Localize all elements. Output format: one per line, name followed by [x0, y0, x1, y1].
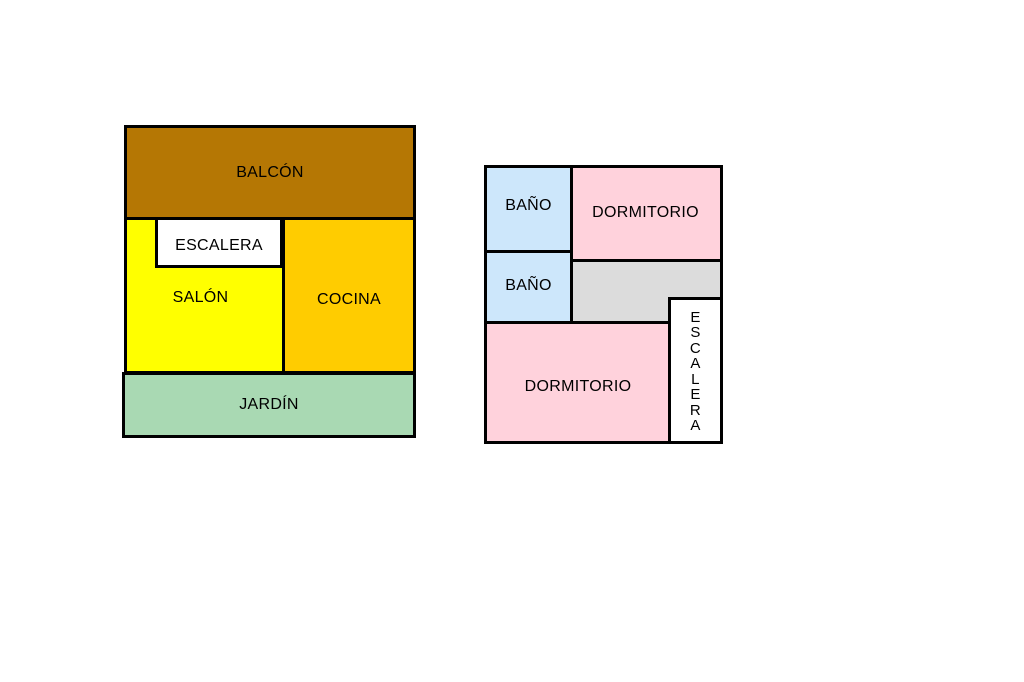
room-cocina: COCINA [282, 217, 416, 374]
escalera-letter: E [690, 386, 701, 403]
room-label-salon: SALÓN [172, 288, 229, 306]
room-label-dormitorio-2: DORMITORIO [524, 377, 632, 395]
escalera-letter: L [691, 370, 700, 388]
room-escalera-ground: ESCALERA [155, 217, 283, 268]
escalera-letter: R [689, 401, 702, 419]
escalera-letter: C [689, 339, 702, 357]
room-label-jardin: JARDÍN [239, 396, 299, 413]
room-dormitorio-1: DORMITORIO [570, 165, 723, 262]
room-label-dormitorio-1: DORMITORIO [592, 203, 699, 221]
room-bano-2: BAÑO [484, 250, 573, 326]
escalera-letter: E [690, 308, 701, 326]
room-label-balcon: BALCÓN [236, 163, 304, 181]
escalera-letter: A [690, 417, 701, 434]
room-label-cocina: COCINA [316, 290, 382, 308]
room-label-escalera-ground: ESCALERA [175, 236, 263, 254]
room-jardin: JARDÍN [122, 372, 416, 438]
room-label-bano-2: BAÑO [505, 277, 552, 294]
room-escalera-upper: E S C A L E R A [668, 297, 723, 444]
room-dormitorio-2: DORMITORIO [484, 321, 672, 444]
escalera-letter: A [690, 355, 701, 372]
room-bano-1: BAÑO [484, 165, 573, 253]
room-label-bano-1: BAÑO [505, 197, 552, 214]
escalera-letter: S [690, 324, 701, 341]
room-balcon: BALCÓN [124, 125, 416, 220]
